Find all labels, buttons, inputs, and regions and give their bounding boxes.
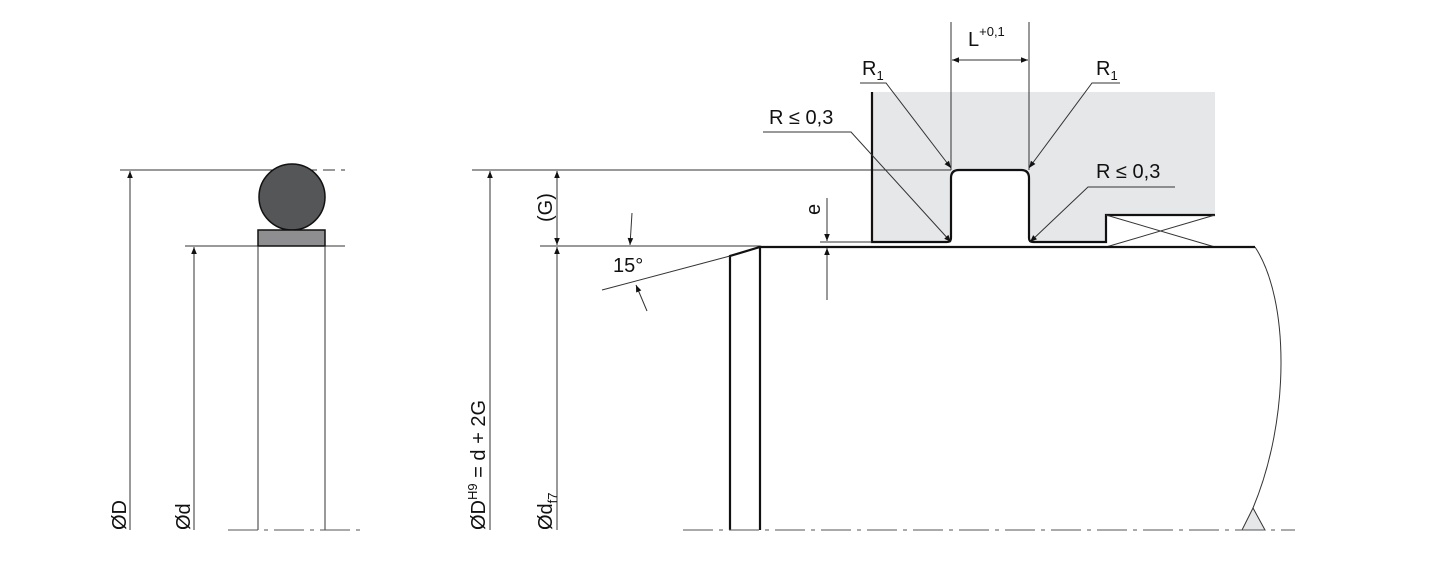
oring-cross-section-view: ØD Ød — [109, 163, 362, 531]
label-df7: Ødf7 — [535, 492, 560, 530]
label-L: L+0,1 — [968, 24, 1005, 51]
label-d: Ød — [173, 503, 195, 530]
label-R1-right: R1 — [1096, 58, 1118, 83]
label-D: ØD — [109, 500, 131, 530]
groove-installation-view: ØDH9 = d + 2G Ødf7 (G) 15° e L+0,1 R1 R1… — [465, 22, 1295, 531]
label-e: e — [803, 204, 825, 215]
label-angle: 15° — [613, 255, 643, 277]
label-DH9: ØDH9 = d + 2G — [465, 400, 490, 530]
oring-circle — [258, 163, 326, 231]
label-R1-left: R1 — [862, 58, 884, 83]
backup-ring — [257, 229, 326, 247]
label-G: (G) — [535, 193, 557, 222]
label-R03-right: R ≤ 0,3 — [1096, 161, 1160, 183]
label-R03-left: R ≤ 0,3 — [769, 107, 833, 129]
